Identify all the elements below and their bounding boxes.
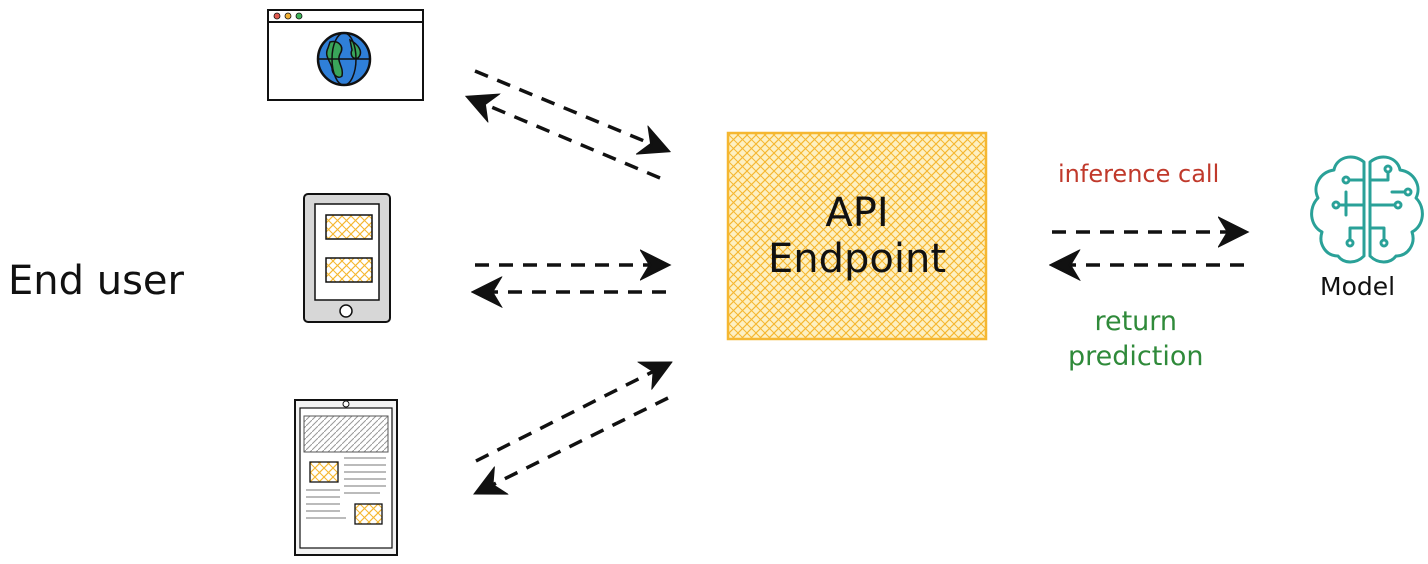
phone-icon [303,193,391,323]
globe-icon [316,31,372,87]
api-endpoint-label: API Endpoint [728,133,986,339]
return-prediction-line1: return [1094,306,1178,337]
arrow-tablet-to-api [475,364,668,463]
api-endpoint-box [726,131,988,341]
api-title-line2: Endpoint [767,236,947,282]
end-user-label: End user [8,258,184,304]
brain-circuit-icon [1310,155,1424,264]
arrow-api-to-browser [470,98,661,180]
api-title-line1: API [825,190,889,236]
arrow-api-to-tablet [478,396,669,492]
return-prediction-label: return prediction [1068,304,1203,374]
inference-call-label: inference call [1058,160,1220,188]
model-label: Model [1320,272,1396,301]
arrow-browser-to-api [474,69,666,150]
tablet-icon [294,399,398,556]
return-prediction-line2: prediction [1068,341,1204,373]
browser-window [267,9,424,101]
